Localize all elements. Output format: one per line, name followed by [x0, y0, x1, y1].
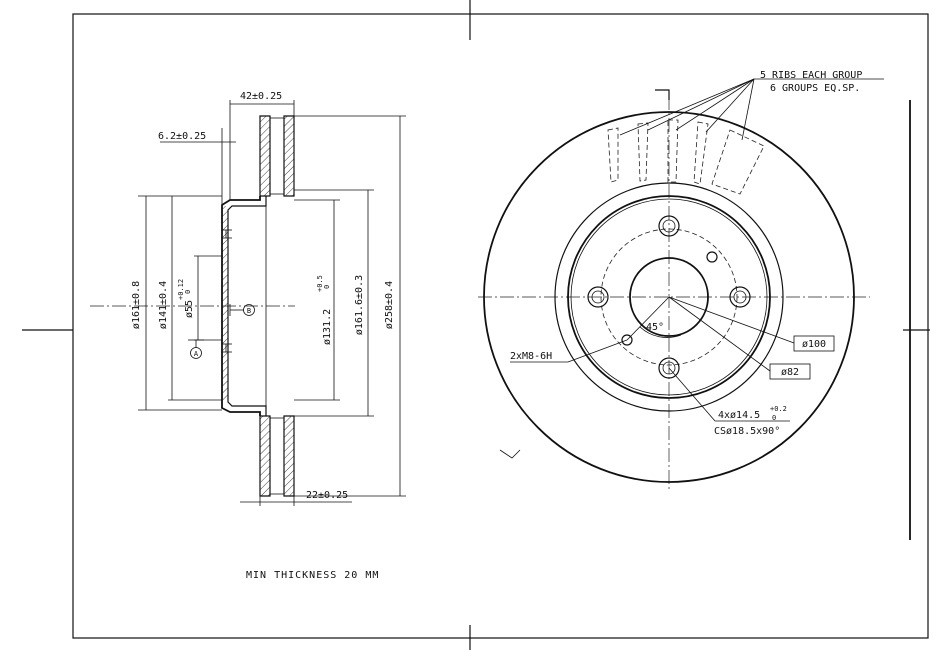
- drawing-frame: [22, 0, 930, 650]
- holes-tol-upper: +0.2: [770, 405, 787, 413]
- center-bore: [629, 257, 709, 337]
- holes-tol-lower: 0: [772, 414, 776, 422]
- datum-b-marker: B: [229, 304, 255, 316]
- section-marker: [655, 89, 670, 100]
- dim-55-tol-lower: 0: [184, 290, 192, 294]
- pcd-callout: ø100: [668, 296, 835, 352]
- bolt-hole-bottom: [658, 357, 680, 379]
- dim-258-label: ø258±0.4: [384, 281, 395, 329]
- angle-label: 45°: [646, 322, 664, 333]
- view-mark: [499, 449, 521, 459]
- dim-131-label: ø131.2: [322, 309, 333, 345]
- min-thickness-note: MIN THICKNESS 20 MM: [246, 570, 379, 581]
- dim-131-tol-upper: +0.5: [316, 275, 324, 292]
- friction-ring-lower: [259, 415, 295, 497]
- bolt-hole-right: [729, 286, 751, 308]
- threaded-hole-lower: [621, 334, 633, 346]
- dim-161-label: ø161±0.8: [131, 281, 142, 329]
- cooling-ribs: [607, 119, 765, 195]
- friction-ring-upper: [259, 115, 295, 197]
- holes-callout: 4xø14.5 +0.2 0 CSø18.5x90°: [668, 367, 790, 437]
- dim-161-6-vertical: ø161.6±0.3: [294, 189, 374, 417]
- thread-callout: 2xM8-6H: [510, 339, 628, 363]
- hub-hat-section: [221, 196, 267, 416]
- dim-141-label: ø141±0.4: [158, 281, 169, 329]
- dim-141-vertical: ø141±0.4: [158, 196, 222, 401]
- thread-label: 2xM8-6H: [510, 351, 552, 362]
- ribs-leader-lines: 5 RIBS EACH GROUP 6 GROUPS EQ.SP.: [619, 70, 884, 141]
- dim-55-vertical: ø55 +0.12 0: [177, 255, 222, 341]
- dim-42-label: 42±0.25: [240, 91, 282, 102]
- dim-22-label: 22±0.25: [306, 490, 348, 501]
- dim-161-vertical: ø161±0.8: [131, 195, 222, 411]
- threaded-holes: [621, 251, 718, 346]
- dim-hub-offset: 6.2±0.25: [158, 128, 236, 205]
- section-view: 42±0.25 6.2±0.25 22±0.25 ø161±0.8 ø141±0…: [90, 91, 406, 506]
- dim-disc-thickness: 22±0.25: [240, 490, 352, 506]
- dim-55-label: ø55: [184, 300, 195, 318]
- dim-161-6-label: ø161.6±0.3: [354, 275, 365, 335]
- datum-b-label: B: [247, 307, 251, 315]
- bore-label: ø82: [781, 367, 799, 378]
- disc-outer-edge: [483, 111, 855, 483]
- friction-inner-edge: [554, 182, 784, 412]
- dim-55-tol-upper: +0.12: [177, 279, 185, 300]
- bolt-hole-left: [587, 286, 609, 308]
- angle-indicator: 45°: [626, 296, 682, 341]
- ribs-note-line1: 5 RIBS EACH GROUP: [760, 70, 862, 81]
- datum-a-label: A: [194, 350, 199, 358]
- wheel-bolt-holes: [587, 215, 751, 379]
- bore-callout: ø82: [668, 296, 811, 380]
- datum-a-marker: A: [188, 339, 204, 359]
- countersink-label: CSø18.5x90°: [714, 426, 780, 437]
- dim-overall-width: 42±0.25: [229, 91, 295, 200]
- hat-inner-edge: [570, 198, 768, 396]
- holes-label: 4xø14.5: [718, 410, 760, 421]
- dim-258-vertical: ø258±0.4: [294, 115, 406, 497]
- hat-outer-edge: [567, 195, 771, 399]
- dim-131-vertical: ø131.2 +0.5 0: [294, 199, 340, 401]
- ribs-note-line2: 6 GROUPS EQ.SP.: [770, 83, 860, 94]
- pcd-label: ø100: [802, 339, 826, 350]
- threaded-hole-upper: [706, 251, 718, 263]
- dim-131-tol-lower: 0: [323, 285, 331, 289]
- pitch-circle: [600, 228, 738, 366]
- front-view: 5 RIBS EACH GROUP 6 GROUPS EQ.SP. 45° ø1…: [478, 70, 884, 490]
- bolt-hole-top: [658, 215, 680, 237]
- dim-6-2-label: 6.2±0.25: [158, 131, 206, 142]
